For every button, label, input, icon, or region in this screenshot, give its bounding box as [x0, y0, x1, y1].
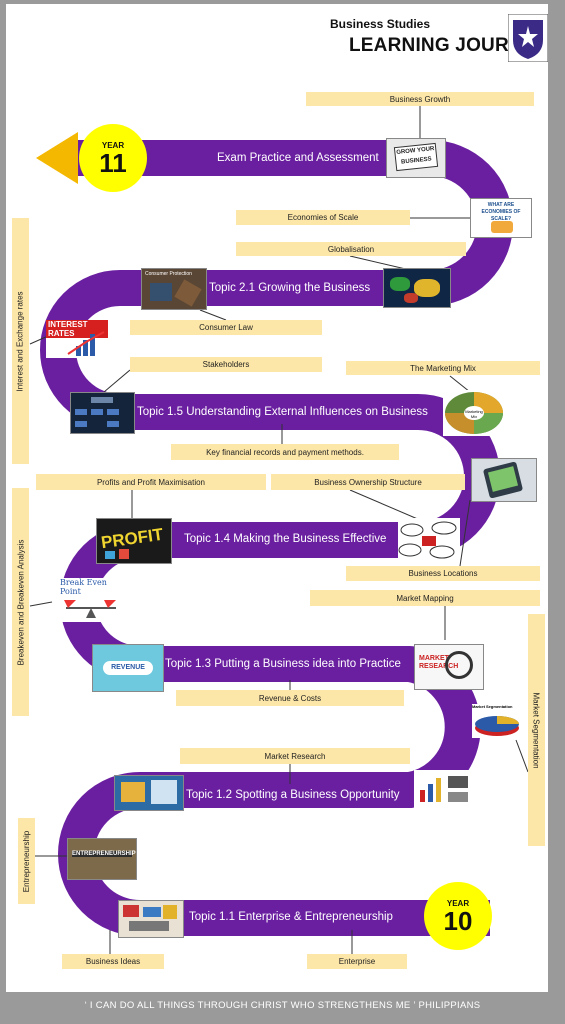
- topic-1-2: Topic 1.2 Spotting a Business Opportunit…: [186, 789, 400, 801]
- segmentation-thumb-text: Market Segmentation: [472, 704, 513, 709]
- interest-thumb-text: INTEREST RATES: [46, 320, 108, 338]
- label-revenue-costs: Revenue & Costs: [176, 690, 404, 706]
- label-market-mapping: Market Mapping: [310, 590, 540, 606]
- year-11-label: YEAR: [101, 140, 125, 150]
- label-business-ideas: Business Ideas: [62, 954, 164, 969]
- research-chart-thumb: [414, 770, 476, 808]
- label-breakeven-text: Breakeven and Breakeven Analysis: [16, 539, 26, 665]
- ownership-thumb: [398, 518, 460, 562]
- label-breakeven: Breakeven and Breakeven Analysis: [12, 488, 29, 716]
- label-business-locations: Business Locations: [346, 566, 540, 581]
- label-marketing-mix: The Marketing Mix: [346, 361, 540, 375]
- label-entrepreneurship-text: Entrepreneurship: [22, 830, 31, 892]
- entrepreneurship-thumb-text: ENTREPRENEURSHIP: [72, 851, 136, 857]
- journey-arrow-icon: [36, 132, 78, 184]
- label-consumer-law: Consumer Law: [130, 320, 322, 335]
- topic-2-1: Topic 2.1 Growing the Business: [209, 282, 371, 294]
- label-interest-exchange: Interest and Exchange rates: [12, 218, 29, 464]
- consumer-law-thumb: Consumer Protection: [141, 268, 207, 310]
- topic-1-3: Topic 1.3 Putting a Business idea into P…: [165, 658, 401, 670]
- market-mapping-thumb: MARKET RESEARCH: [414, 644, 484, 690]
- label-profits: Profits and Profit Maximisation: [36, 474, 266, 490]
- label-globalisation: Globalisation: [236, 242, 466, 256]
- breakeven-thumb-text: Break Even Point: [60, 578, 107, 596]
- label-market-research: Market Research: [180, 748, 410, 764]
- label-enterprise: Enterprise: [307, 954, 407, 969]
- entrepreneurship-thumb: ENTREPRENEURSHIP: [67, 838, 137, 880]
- subject-title: Business Studies: [330, 17, 431, 31]
- year-10-number: 10: [443, 905, 473, 936]
- grow-business-thumb: GROW YOUR BUSINESS: [386, 138, 446, 178]
- consumer-thumb-text: Consumer Protection: [145, 271, 192, 277]
- year-10-badge: YEAR 10: [424, 882, 492, 950]
- year-11-number: 11: [99, 147, 127, 178]
- grow-business-text: GROW YOUR BUSINESS: [393, 142, 439, 172]
- topic-exam: Exam Practice and Assessment: [217, 152, 379, 164]
- page-title: LEARNING JOURNEY: [349, 35, 549, 56]
- stakeholders-thumb: [70, 392, 135, 434]
- topic-1-5: Topic 1.5 Understanding External Influen…: [137, 406, 428, 418]
- year-10-label: YEAR: [446, 898, 470, 908]
- segmentation-thumb: Market Segmentation: [472, 704, 522, 738]
- profit-thumb-text: PROFIT: [99, 524, 165, 553]
- label-business-growth: Business Growth: [306, 92, 534, 106]
- label-market-segmentation-text: Market Segmentation: [532, 691, 542, 769]
- year-11-badge: YEAR 11: [79, 124, 147, 192]
- label-key-financial-records: Key financial records and payment method…: [171, 444, 399, 460]
- school-crest-icon: [508, 14, 548, 62]
- economies-thumb: WHAT ARE ECONOMIES OF SCALE?: [470, 198, 532, 238]
- breakeven-thumb: Break Even Point: [56, 578, 128, 622]
- label-stakeholders: Stakeholders: [130, 357, 322, 372]
- business-ideas-thumb: [118, 900, 184, 938]
- marketing-mix-thumb: Marketing Mix: [443, 390, 505, 436]
- profit-thumb: PROFIT: [96, 518, 172, 564]
- label-entrepreneurship: Entrepreneurship: [18, 818, 35, 904]
- label-business-ownership: Business Ownership Structure: [271, 474, 465, 490]
- interest-rates-thumb: INTEREST RATES: [46, 320, 108, 358]
- economies-thumb-text: WHAT ARE ECONOMIES OF SCALE?: [481, 202, 521, 222]
- revenue-thumb: REVENUE: [92, 644, 164, 692]
- topic-1-4: Topic 1.4 Making the Business Effective: [184, 533, 387, 545]
- topic-1-1: Topic 1.1 Enterprise & Entrepreneurship: [189, 911, 393, 923]
- locations-thumb: [471, 458, 537, 502]
- globalisation-thumb: [383, 268, 451, 308]
- market-research-thumb: [114, 775, 184, 811]
- marketing-mix-thumb-text: Marketing Mix: [465, 409, 483, 419]
- revenue-thumb-text: REVENUE: [103, 661, 153, 675]
- label-economies-of-scale: Economies of Scale: [236, 210, 410, 225]
- label-market-segmentation: Market Segmentation: [528, 614, 545, 846]
- footer-quote: ‘ I CAN DO ALL THINGS THROUGH CHRIST WHO…: [84, 1000, 481, 1011]
- label-interest-exchange-text: Interest and Exchange rates: [16, 290, 25, 392]
- market-research-thumb-text: MARKET RESEARCH: [419, 655, 459, 670]
